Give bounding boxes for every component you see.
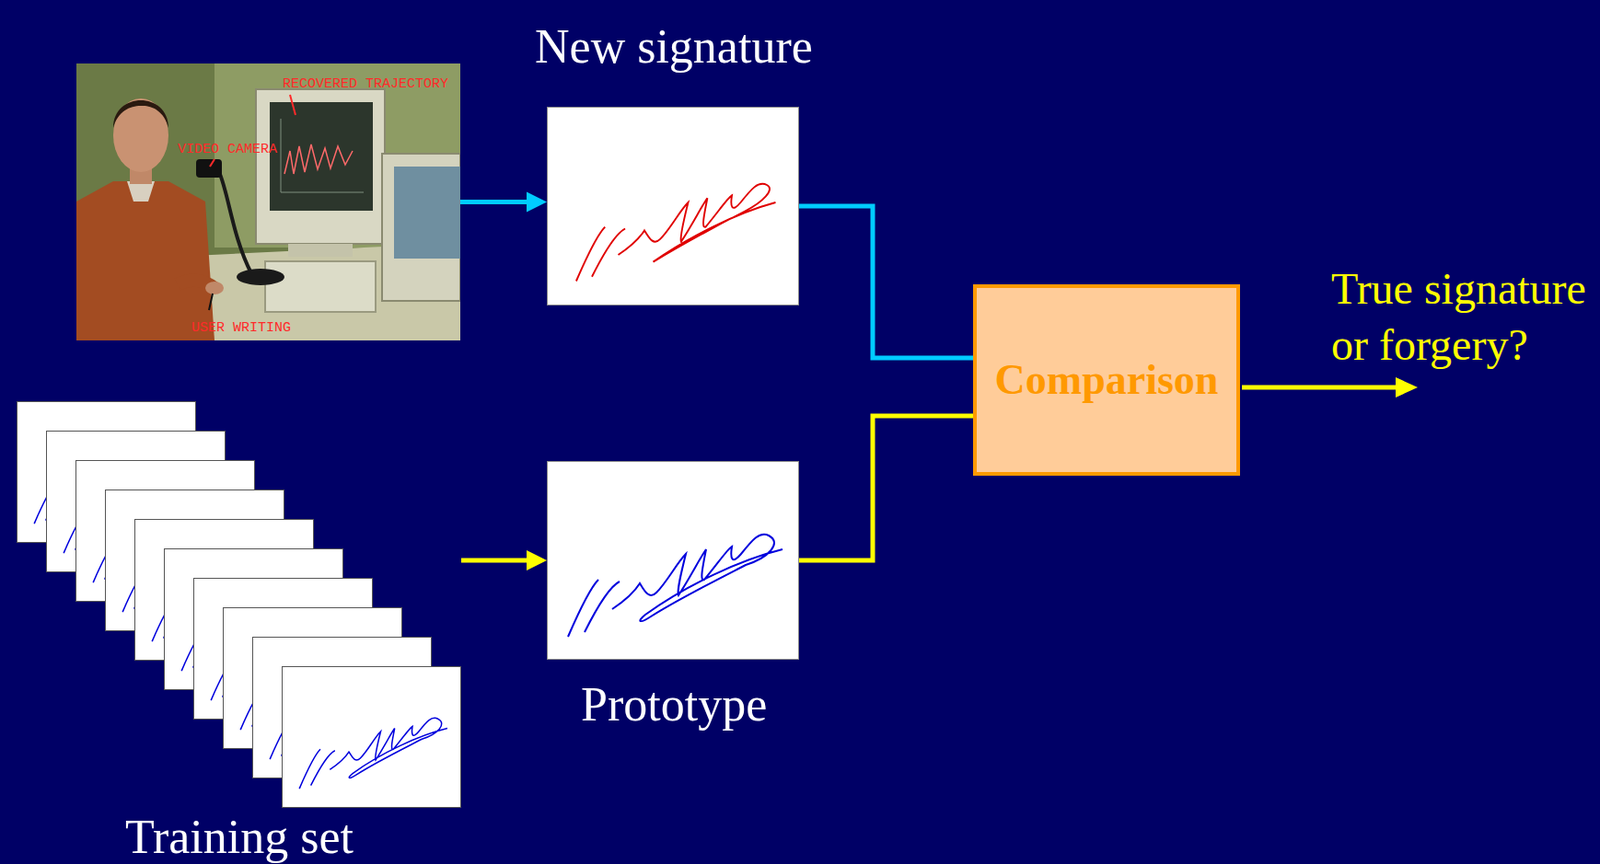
training-stack: Training set bbox=[16, 401, 462, 809]
photo-label: USER WRITING bbox=[191, 321, 291, 336]
camera-setup-photo bbox=[76, 181, 215, 341]
camera-setup-photo bbox=[265, 261, 376, 313]
camera-setup-photo bbox=[269, 102, 373, 211]
training-card bbox=[282, 667, 462, 809]
box-label: Prototype bbox=[580, 681, 767, 730]
process-box: Comparison bbox=[973, 284, 1241, 476]
camera-setup-photo bbox=[394, 166, 461, 259]
camera-setup-photo bbox=[288, 243, 353, 257]
camera-setup-photo bbox=[284, 144, 353, 174]
connector-line bbox=[461, 558, 529, 564]
camera-setup-photo bbox=[280, 192, 364, 194]
camera-setup-photo bbox=[382, 153, 461, 302]
camera-setup-photo bbox=[208, 293, 213, 311]
training-card bbox=[299, 718, 448, 789]
new-signature-drawing bbox=[576, 184, 777, 282]
photo-label: RECOVERED TRAJECTORY bbox=[282, 77, 449, 92]
connector bbox=[799, 206, 974, 359]
box-heading: New signature bbox=[534, 23, 813, 71]
connector-line bbox=[799, 206, 974, 359]
connector bbox=[460, 192, 547, 213]
signature-box: Prototype bbox=[546, 461, 800, 661]
camera-setup-photo bbox=[205, 281, 224, 295]
camera-setup-photo bbox=[255, 89, 385, 244]
process-label: Comparison bbox=[995, 359, 1219, 402]
training-card-stack bbox=[16, 401, 462, 809]
connector-line bbox=[799, 416, 974, 561]
stack-label: Training set bbox=[125, 813, 354, 862]
camera-setup-photo bbox=[289, 94, 296, 116]
prototype-signature-drawing bbox=[568, 534, 783, 638]
camera-setup-photo bbox=[196, 159, 222, 178]
output-label: True signature or forgery? bbox=[1331, 260, 1594, 373]
arrow-head bbox=[526, 550, 547, 571]
camera-setup-photo bbox=[219, 172, 252, 274]
prototype-signature-drawing bbox=[547, 462, 800, 661]
camera-setup-photo bbox=[113, 100, 169, 128]
output-arrow-line bbox=[1241, 385, 1398, 391]
camera-setup-photo bbox=[209, 159, 215, 167]
camera-setup-photo bbox=[127, 181, 155, 202]
camera-setup-photo bbox=[113, 98, 169, 173]
camera-setup-photo bbox=[280, 118, 282, 193]
new-signature-drawing bbox=[547, 107, 800, 307]
connector bbox=[461, 550, 547, 571]
camera-setup-photo bbox=[236, 268, 285, 286]
photo-panel: RECOVERED TRAJECTORY VIDEO CAMERA USER WRI… bbox=[76, 63, 461, 341]
arrow-head bbox=[526, 192, 547, 213]
training-card bbox=[282, 667, 462, 809]
signature-box: New signature bbox=[546, 106, 800, 306]
connector-line bbox=[460, 199, 529, 205]
new-signature-drawing bbox=[576, 184, 777, 282]
output-arrow-head bbox=[1395, 377, 1418, 398]
photo-label: VIDEO CAMERA bbox=[177, 142, 278, 157]
camera-setup-photo bbox=[76, 63, 461, 341]
camera-setup-photo bbox=[76, 63, 461, 341]
connector bbox=[799, 416, 974, 561]
